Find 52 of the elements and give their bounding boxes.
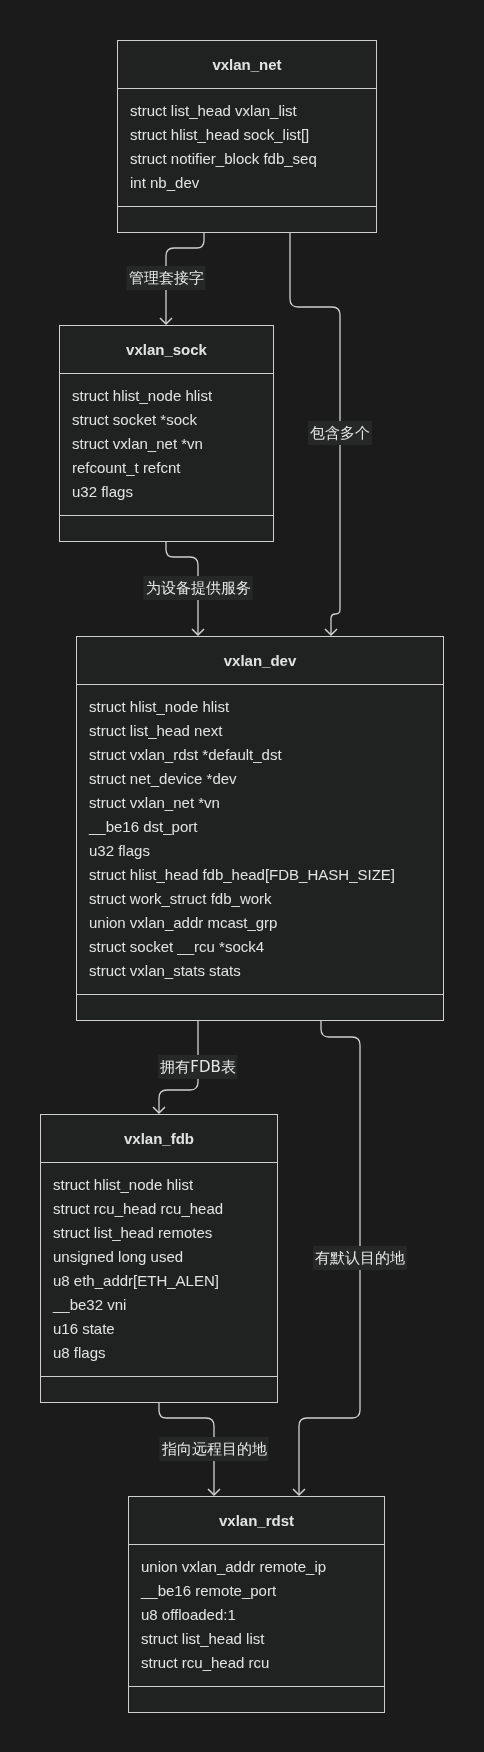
- arrow: [289, 232, 341, 636]
- class-name: vxlan_dev: [222, 651, 298, 671]
- field-text: union vxlan_addr mcast_grp: [89, 913, 278, 933]
- class-box: [40, 1114, 278, 1403]
- field-text: struct hlist_node hlist: [72, 386, 213, 406]
- field-text: struct socket *sock: [72, 410, 198, 430]
- field-text: struct notifier_block fdb_seq: [130, 149, 317, 169]
- field-text: struct hlist_node hlist: [53, 1175, 194, 1195]
- field-text: u8 eth_addr[ETH_ALEN]: [53, 1271, 219, 1291]
- field-text: struct vxlan_net *vn: [72, 434, 203, 454]
- field-text: struct rcu_head rcu_head: [53, 1199, 224, 1219]
- class-box: [128, 1496, 385, 1713]
- field-text: refcount_t refcnt: [72, 458, 181, 478]
- field-text: u8 offloaded:1: [141, 1605, 236, 1625]
- field-text: struct hlist_head fdb_head[FDB_HASH_SIZE]: [89, 865, 395, 885]
- edge-label: 管理套接字: [126, 266, 206, 290]
- edge-label: 拥有FDB表: [158, 1055, 238, 1079]
- field-text: struct work_struct fdb_work: [89, 889, 272, 909]
- field-text: struct list_head list: [141, 1629, 265, 1649]
- field-text: __be16 remote_port: [141, 1581, 277, 1601]
- edge-label: 为设备提供服务: [143, 576, 253, 600]
- field-text: struct vxlan_net *vn: [89, 793, 220, 813]
- field-text: struct hlist_head sock_list[]: [130, 125, 310, 145]
- field-text: struct list_head next: [89, 721, 223, 741]
- field-text: int nb_dev: [130, 173, 200, 193]
- class-box: [59, 325, 274, 542]
- field-text: struct vxlan_stats stats: [89, 961, 241, 981]
- field-text: struct rcu_head rcu: [141, 1653, 270, 1673]
- field-text: struct list_head remotes: [53, 1223, 213, 1243]
- edge-label: 指向远程目的地: [159, 1437, 269, 1461]
- edge-label: 有默认目的地: [313, 1246, 407, 1270]
- field-text: struct hlist_node hlist: [89, 697, 230, 717]
- field-text: struct vxlan_rdst *default_dst: [89, 745, 282, 765]
- class-name: vxlan_net: [211, 55, 283, 75]
- class-box: [117, 40, 377, 233]
- class-name: vxlan_sock: [125, 340, 208, 360]
- field-text: unsigned long used: [53, 1247, 184, 1267]
- field-text: __be32 vni: [53, 1295, 127, 1315]
- field-text: struct list_head vxlan_list: [130, 101, 297, 121]
- field-text: u16 state: [53, 1319, 115, 1339]
- field-text: u32 flags: [89, 841, 150, 861]
- class-name: vxlan_rdst: [217, 1511, 295, 1531]
- field-text: u8 flags: [53, 1343, 106, 1363]
- field-text: u32 flags: [72, 482, 133, 502]
- field-text: struct net_device *dev: [89, 769, 237, 789]
- field-text: __be16 dst_port: [89, 817, 198, 837]
- field-text: union vxlan_addr remote_ip: [141, 1557, 327, 1577]
- class-box: [76, 636, 444, 1021]
- edge-label: 包含多个: [308, 421, 372, 445]
- arrow: [292, 1020, 361, 1496]
- field-text: struct socket __rcu *sock4: [89, 937, 265, 957]
- class-name: vxlan_fdb: [123, 1129, 195, 1149]
